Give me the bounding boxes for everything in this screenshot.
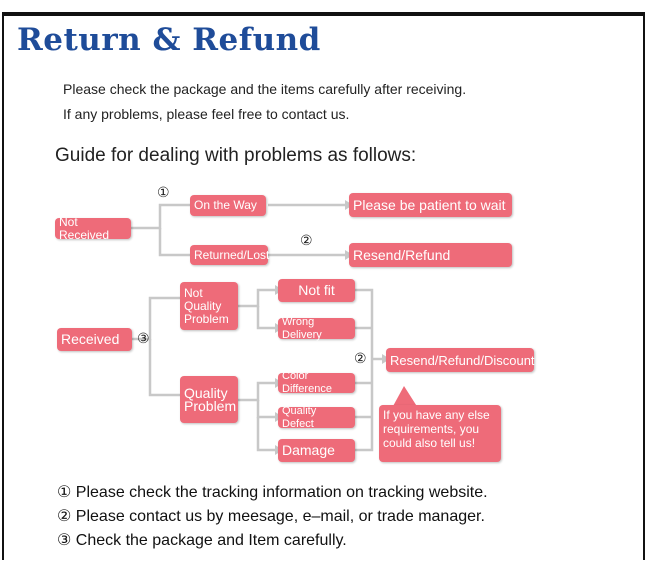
mark-2a: ② [300,232,313,248]
intro-line-1: Please check the package and the items c… [63,81,467,97]
guide-heading: Guide for dealing with problems as follo… [55,145,417,166]
box-quality-defect: Quality Defect [278,405,355,430]
box-please-wait: Please be patient to wait [349,193,512,217]
box-color-difference: Color Difference [278,370,355,395]
box-not-received: Not Received [55,215,131,241]
note-1: ① Please check the tracking information … [57,484,488,501]
box-not-quality-problem: Not Quality Problem [180,282,238,330]
note-2: ② Please contact us by meesage, e–mail, … [57,508,485,525]
box-resend-refund: Resend/Refund [349,243,512,267]
note-3: ③ Check the package and Item carefully. [57,532,347,549]
page-title: Return & Refund [17,22,321,58]
intro-line-2: If any problems, please feel free to con… [63,106,350,122]
box-returned-lost: Returned/Lost [190,245,269,265]
box-not-fit: Not fit [278,279,355,302]
mark-1: ① [157,184,170,200]
mark-2b: ② [354,350,367,366]
note-else-requirements: If you have any else requirements, you c… [379,405,501,462]
box-resend-refund-discount: Resend/Refund/Discount [386,348,535,372]
box-quality-problem: Quality Problem [180,376,238,423]
mark-3: ③ [137,330,150,346]
box-on-the-way: On the Way [190,195,266,216]
page-frame [2,12,645,560]
box-received: Received [57,328,132,351]
box-wrong-delivery: Wrong Delivery [278,316,355,341]
box-damage: Damage [278,439,355,462]
